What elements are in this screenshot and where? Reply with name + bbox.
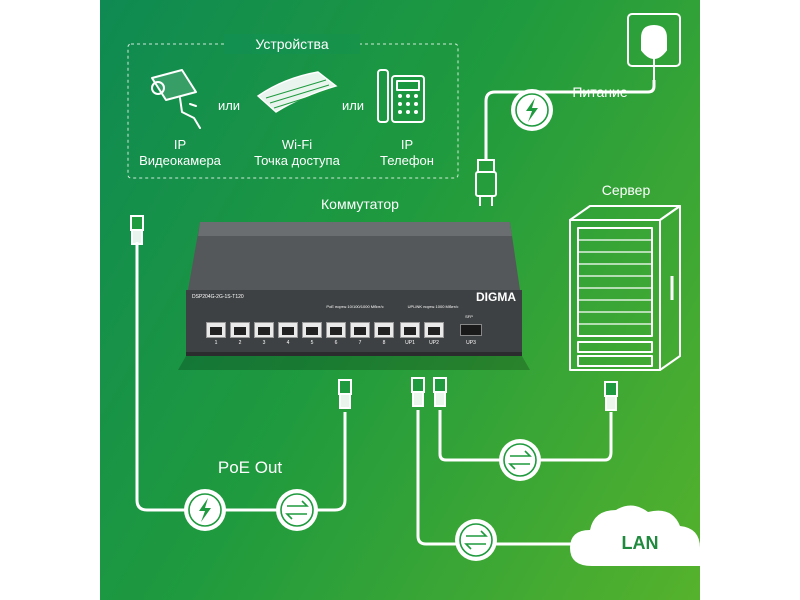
port-label: 5 [310, 340, 314, 346]
power-plug-icon [475, 159, 497, 206]
server-label: Сервер [601, 182, 651, 198]
power-cable [484, 80, 656, 160]
camera-label-line1: IP [173, 137, 187, 152]
desk-phone-icon [377, 69, 425, 123]
cctv-camera-icon [151, 69, 201, 129]
or-label-1: или [217, 98, 241, 113]
cloud-icon [570, 505, 700, 566]
poe-transfer-arrows-icon [276, 489, 318, 531]
poe-port [206, 322, 226, 338]
power-lightning-icon [511, 89, 553, 131]
or-label-2: или [341, 98, 365, 113]
access-point-icon [256, 71, 338, 113]
phone-label-line1: IP [400, 137, 414, 152]
phone-label-line2: Телефон [380, 153, 434, 168]
poe-cable [135, 242, 347, 512]
port-socket [306, 327, 318, 335]
power-socket-icon [627, 13, 681, 80]
diagram-canvas: Устройства или или IP Видеокамера Wi-Fi … [100, 0, 700, 600]
port-label: 7 [358, 340, 362, 346]
port-socket [404, 327, 416, 335]
lan-cable [416, 410, 580, 546]
lan-transfer-arrows-icon [455, 519, 497, 561]
port-label: 8 [382, 340, 386, 346]
port-label: 3 [262, 340, 266, 346]
rj45-plug-icon [338, 379, 352, 409]
port-socket [282, 327, 294, 335]
server-rack-icon [569, 205, 681, 371]
switch-brand: DIGMA [476, 290, 516, 304]
port-label: 1 [214, 340, 218, 346]
wifi-label-line1: Wi-Fi [281, 137, 313, 152]
poe-port [374, 322, 394, 338]
switch-label: Коммутатор [321, 196, 399, 212]
rj45-plug-icon [411, 377, 425, 407]
server-transfer-arrows-icon [499, 439, 541, 481]
diagram-graphics [127, 13, 700, 566]
port-label: UP1 [405, 340, 415, 346]
rj45-plug-icon [604, 381, 618, 411]
uplink-port [400, 322, 420, 338]
switch-model: DSP204G-2G-1S-T120 [192, 294, 244, 300]
port-label: UP2 [429, 340, 439, 346]
devices-title: Устройства [224, 34, 360, 54]
power-label: Питание [572, 84, 628, 100]
lan-label: LAN [621, 533, 659, 553]
port-socket [234, 327, 246, 335]
port-socket [210, 327, 222, 335]
poe-ports-caption: PoE порты 10/100/1000 Мбит/с [326, 304, 384, 309]
poe-port [326, 322, 346, 338]
poe-port [230, 322, 250, 338]
poe-lightning-icon [184, 489, 226, 531]
port-socket [330, 327, 342, 335]
uplink-caption: UPLINK порты 1000 Мбит/с [407, 304, 459, 309]
wifi-label-line2: Точка доступа [254, 153, 340, 168]
port-socket [378, 327, 390, 335]
sfp-caption: SFP [465, 314, 473, 319]
port-socket [354, 327, 366, 335]
camera-label-line2: Видеокамера [139, 153, 221, 168]
port-socket [428, 327, 440, 335]
poe-out-label: PoE Out [217, 458, 283, 477]
sfp-port-label: UP3 [466, 340, 476, 346]
port-socket [258, 327, 270, 335]
sfp-port [460, 324, 482, 336]
poe-port [278, 322, 298, 338]
port-label: 2 [238, 340, 242, 346]
port-label: 4 [286, 340, 290, 346]
rj45-plug-icon [130, 215, 144, 245]
rj45-plug-icon [433, 377, 447, 407]
poe-port [350, 322, 370, 338]
port-label: 6 [334, 340, 338, 346]
network-switch [178, 222, 530, 370]
uplink-port [424, 322, 444, 338]
poe-port [302, 322, 322, 338]
poe-port [254, 322, 274, 338]
